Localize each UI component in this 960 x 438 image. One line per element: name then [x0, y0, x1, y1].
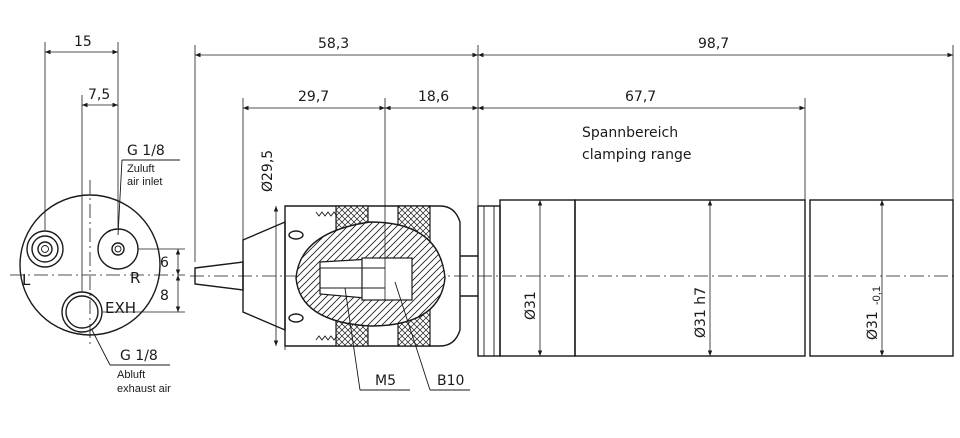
svg-text:7,5: 7,5 — [88, 87, 110, 103]
neck — [460, 255, 478, 297]
label-spannbereich: Spannbereich — [582, 125, 678, 141]
label-clamping-range: clamping range — [582, 147, 692, 163]
screw-hole-bottom — [288, 313, 304, 323]
label-l: L — [22, 271, 31, 289]
label-zuluft: Zuluft — [127, 163, 155, 175]
leader-m5 — [344, 287, 361, 391]
cylinder-seg-2 — [574, 199, 806, 357]
dim-tol-sub: -0,1 — [871, 286, 883, 305]
dim-29-7: 29,7 — [298, 89, 329, 105]
dim-6-8: 6 8 — [102, 248, 185, 313]
dim-15: 15 — [44, 34, 119, 230]
dim-18-6: 18,6 — [418, 89, 449, 105]
leader-b10 — [394, 281, 431, 391]
port-exh — [61, 291, 103, 333]
inner-bore — [361, 257, 413, 301]
flange — [477, 205, 501, 357]
dim-7-5: 7,5 — [81, 87, 118, 292]
dim-dia-31-h7: Ø31 h7 — [693, 287, 709, 338]
leader-g18-bottom — [91, 329, 111, 366]
top-dimensions: 58,3 98,7 29,7 18,6 67,7 — [194, 36, 954, 300]
leader-g18-top — [117, 159, 123, 236]
label-exhaust-air: exhaust air — [117, 383, 171, 395]
side-view: Ø31 Ø31 h7 Ø31 -0,1 Ø29,5 Spannbereich c… — [190, 125, 955, 391]
dim-dia-29-5: Ø29,5 — [260, 150, 276, 192]
label-abluft: Abluft — [117, 369, 145, 381]
port-l — [26, 230, 64, 268]
end-view: L R EXH G 1/8 Zuluft air inlet G 1/8 Abl… — [10, 34, 185, 395]
label-r: R — [130, 269, 140, 287]
label-m5: M5 — [375, 373, 396, 389]
label-b10: B10 — [437, 373, 464, 389]
dim-dia-31: Ø31 — [523, 291, 539, 320]
dim-dia-31-tol: Ø31 — [865, 311, 881, 340]
label-air-inlet: air inlet — [127, 176, 162, 188]
screw-hole-top — [288, 230, 304, 240]
dim-6: 6 — [160, 255, 169, 271]
dim-8: 8 — [160, 288, 169, 304]
chuck-body — [284, 205, 461, 347]
label-g18-bottom: G 1/8 — [120, 348, 158, 364]
dim-98-7: 98,7 — [698, 36, 729, 52]
label-exh: EXH — [105, 299, 136, 317]
cylinder-seg-1 — [499, 199, 576, 357]
svg-text:15: 15 — [74, 34, 92, 50]
chuck-teeth — [315, 211, 338, 341]
cylinder-seg-3 — [809, 199, 954, 357]
label-g18-top: G 1/8 — [127, 143, 165, 159]
dim-67-7: 67,7 — [625, 89, 656, 105]
dim-58-3: 58,3 — [318, 36, 349, 52]
